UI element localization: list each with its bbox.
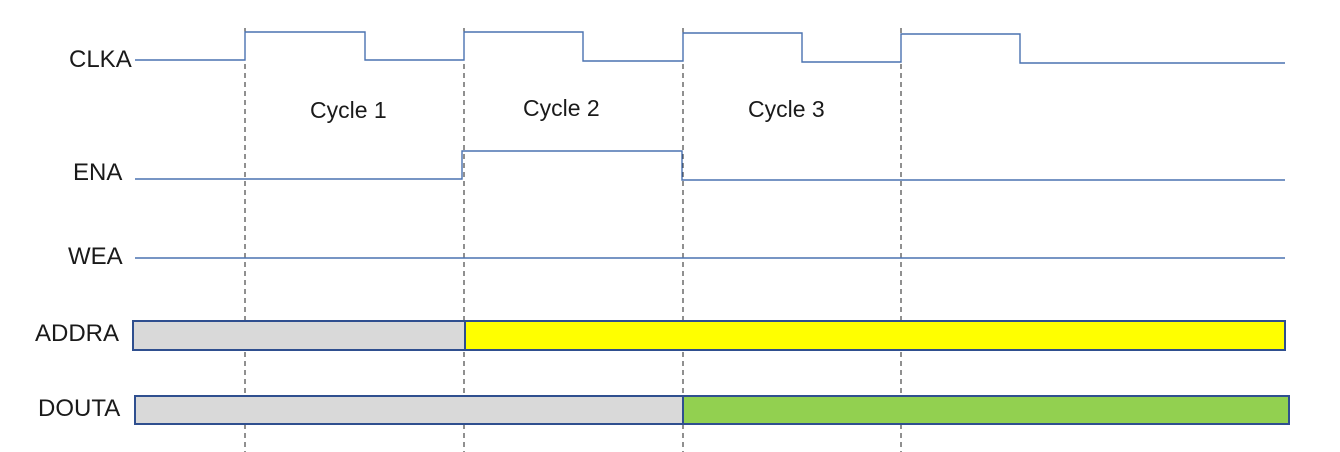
- ena-waveform: [135, 150, 1285, 181]
- addra-bus-valid-segment: [464, 320, 1286, 351]
- addra-bus: [132, 320, 1286, 351]
- clka-waveform: [135, 31, 1285, 64]
- douta-bus-invalid-segment: [134, 395, 684, 425]
- edge-guides: [244, 28, 902, 452]
- signal-label-wea: WEA: [68, 243, 123, 270]
- cycle-label-3: Cycle 3: [748, 96, 825, 122]
- signal-label-addra: ADDRA: [35, 320, 119, 347]
- cycle-label-2: Cycle 2: [523, 95, 600, 121]
- cycle-label-1: Cycle 1: [310, 97, 387, 123]
- addra-bus-invalid-segment: [132, 320, 466, 351]
- douta-bus: [134, 395, 1290, 425]
- signal-label-ena: ENA: [73, 159, 122, 186]
- signal-labels: CLKA ENA WEA ADDRA DOUTA: [35, 46, 132, 422]
- cycle-labels: Cycle 1 Cycle 2 Cycle 3: [310, 95, 825, 123]
- signal-label-douta: DOUTA: [38, 395, 120, 422]
- signal-label-clka: CLKA: [69, 46, 132, 73]
- douta-bus-valid-segment: [682, 395, 1290, 425]
